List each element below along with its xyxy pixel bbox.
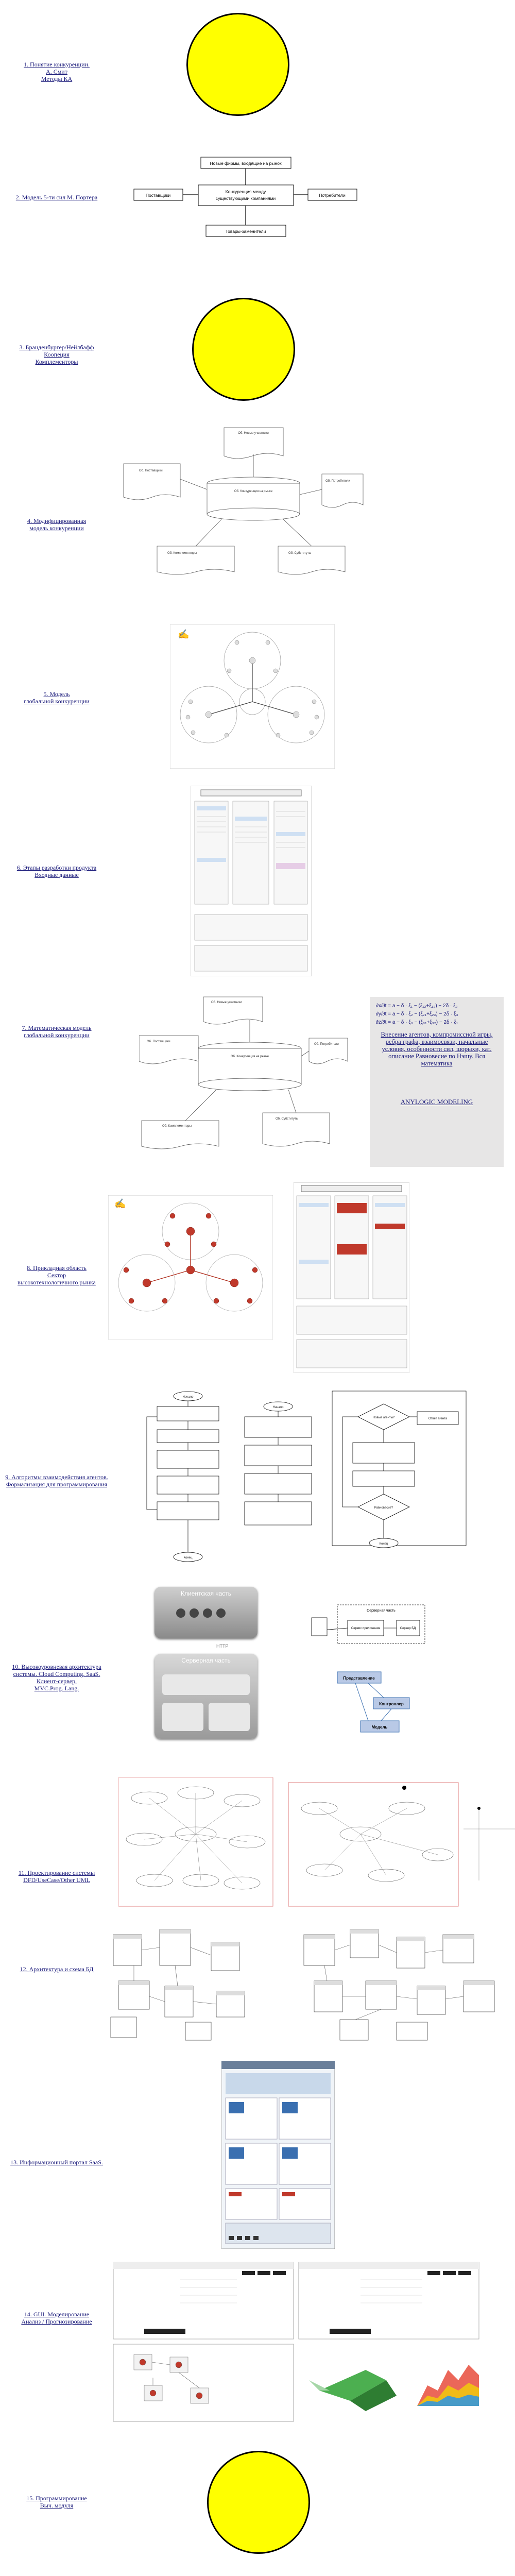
svg-text:Об. Конкуренция на рынке: Об. Конкуренция на рынке bbox=[231, 1055, 269, 1058]
section-label-8[interactable]: 8. Прикладная область Сектор высокотехно… bbox=[18, 1264, 96, 1286]
server-part: Серверная часть bbox=[154, 1654, 258, 1739]
svg-text:Сервис приложения: Сервис приложения bbox=[351, 1627, 380, 1630]
section-label-6[interactable]: 6. Этапы разработки продукта Входные дан… bbox=[16, 864, 97, 878]
section-label-3[interactable]: 3. Бранденбургер/Нейлбафф Коопеция Компл… bbox=[19, 344, 94, 365]
applied-area-network: ✍ bbox=[108, 1195, 273, 1340]
client-server-panel: Клиентская часть HTTP Серверная часть bbox=[154, 1587, 263, 1741]
svg-text:Об. Субституты: Об. Субституты bbox=[276, 1117, 298, 1121]
section-label-7[interactable]: 7. Математическая модель глобальной конк… bbox=[22, 1024, 92, 1039]
modified-model-diagram: Об. Новые участники Об. Поставщики Об. К… bbox=[118, 422, 366, 598]
svg-text:Об. Субституты: Об. Субституты bbox=[288, 552, 311, 555]
svg-text:∂z/∂t = a − δ · ξ₃ − (ξ₃₁+ξ₃₂): ∂z/∂t = a − δ · ξ₃ − (ξ₃₁+ξ₃₂) − 2δ · ξ₁ bbox=[376, 1020, 458, 1025]
db-schema bbox=[108, 1924, 500, 2045]
svg-text:Об. Комплементоры: Об. Комплементоры bbox=[167, 552, 197, 555]
section-label-11[interactable]: 11. Проектирование системы DFD/UseCase/O… bbox=[18, 1869, 95, 1884]
svg-text:Об. Новые участники: Об. Новые участники bbox=[238, 432, 268, 435]
svg-text:существующими компаниями: существующими компаниями bbox=[216, 196, 276, 201]
circle-1 bbox=[186, 13, 289, 116]
math-text-body: Внесение агентов, компромиссной игры, ре… bbox=[381, 1031, 493, 1067]
section-label-12[interactable]: 12. Архитектура и схема БД bbox=[20, 1965, 94, 1973]
svg-text:∂y/∂t = a − δ · ξ₂ − (ξ₂₁+ξ₂₃): ∂y/∂t = a − δ · ξ₂ − (ξ₂₁+ξ₂₃) − 2δ · ξ₃ bbox=[376, 1011, 458, 1017]
svg-text:Равновесие?: Равновесие? bbox=[374, 1506, 393, 1510]
svg-text:Серверная часть: Серверная часть bbox=[367, 1609, 396, 1613]
svg-text:Конкуренция между: Конкуренция между bbox=[226, 189, 266, 194]
global-model-nodes bbox=[185, 640, 319, 738]
client-title: Клиентская часть bbox=[180, 1590, 232, 1597]
server-title: Серверная часть bbox=[181, 1657, 231, 1664]
porter-bottom: Товары-заменители bbox=[226, 229, 266, 234]
global-model-diagram: ✍ bbox=[170, 624, 335, 769]
porter-top: Новые фирмы, входящие на рынок bbox=[210, 161, 281, 166]
client-part: Клиентская часть bbox=[154, 1587, 258, 1638]
applied-area-nodes bbox=[123, 1213, 258, 1304]
svg-text:Об. Потребители: Об. Потребители bbox=[314, 1043, 339, 1046]
product-stages-doc bbox=[191, 786, 312, 976]
circle-3 bbox=[192, 298, 295, 401]
svg-text:✍: ✍ bbox=[178, 629, 189, 639]
svg-text:Конец: Конец bbox=[184, 1556, 193, 1560]
svg-text:Об. Поставщики: Об. Поставщики bbox=[139, 469, 163, 472]
section-label-10[interactable]: 10. Высокоуровневая архитектура системы.… bbox=[12, 1663, 101, 1692]
svg-text:Конец: Конец bbox=[380, 1543, 388, 1546]
porter-right: Потребители bbox=[319, 193, 346, 198]
svg-text:Начало: Начало bbox=[183, 1396, 194, 1399]
anylogic-label: ANYLOGIC MODELING bbox=[400, 1098, 473, 1106]
section-label-15[interactable]: 15. Программирование Выч. модуля bbox=[26, 2495, 87, 2509]
svg-text:Сервер БД: Сервер БД bbox=[400, 1627, 416, 1630]
http-label: HTTP bbox=[216, 1643, 229, 1649]
uml-diagrams bbox=[118, 1777, 515, 1911]
svg-text:Об. Комплементоры: Об. Комплементоры bbox=[162, 1125, 192, 1128]
gui-screenshots bbox=[113, 2262, 500, 2424]
saas-portal-screenshot bbox=[221, 2061, 335, 2249]
math-text-block: ∂x/∂t = a − δ · ξ₁ − (ξ₁₂+ξ₁₃) − 2δ · ξ₂… bbox=[370, 997, 504, 1167]
mvc-controller: Контроллер bbox=[379, 1702, 404, 1706]
porter-diagram: Новые фирмы, входящие на рынок Поставщик… bbox=[129, 152, 360, 245]
section-label-14[interactable]: 14. GUI. Моделирование Анализ / Прогнози… bbox=[21, 2311, 92, 2325]
mvc-model: Модель bbox=[372, 1725, 388, 1730]
circle-15 bbox=[207, 2451, 310, 2554]
section-label-13[interactable]: 13. Информационный портал SaaS. bbox=[10, 2159, 103, 2166]
section-label-1[interactable]: 1. Понятие конкуренции. А. Смит Методы К… bbox=[24, 61, 90, 82]
section-label-4[interactable]: 4. Модифицированная модель конкуренции bbox=[27, 517, 87, 532]
svg-text:Ответ агента: Ответ агента bbox=[428, 1417, 448, 1420]
applied-area-doc bbox=[294, 1182, 409, 1373]
svg-text:Новые агенты?: Новые агенты? bbox=[373, 1416, 395, 1419]
section-label-2[interactable]: 2. Модель 5-ти сил М. Портера bbox=[15, 194, 98, 201]
svg-text:Об. Потребители: Об. Потребители bbox=[325, 480, 350, 483]
svg-text:Об. Конкуренция на рынке: Об. Конкуренция на рынке bbox=[234, 490, 273, 493]
mvc-view: Представление bbox=[343, 1676, 375, 1681]
client-icons bbox=[175, 1607, 227, 1621]
svg-text:Об. Поставщики: Об. Поставщики bbox=[147, 1040, 170, 1043]
porter-left: Поставщики bbox=[146, 193, 171, 198]
svg-text:Об. Новые участники: Об. Новые участники bbox=[211, 1001, 242, 1004]
svg-text:∂x/∂t = a − δ · ξ₁ − (ξ₁₂+ξ₁₃): ∂x/∂t = a − δ · ξ₁ − (ξ₁₂+ξ₁₃) − 2δ · ξ₂ bbox=[376, 1003, 458, 1009]
math-model-diagram: Об. Новые участники Об. Поставщики Об. К… bbox=[139, 992, 366, 1162]
section-label-5[interactable]: 5. Модель глобальной конкуренции bbox=[24, 690, 90, 705]
svg-text:✍: ✍ bbox=[114, 1198, 126, 1209]
svg-text:Начало: Начало bbox=[273, 1406, 284, 1409]
section-label-9[interactable]: 9. Алгоритмы взаимодействия агентов. Фор… bbox=[5, 1473, 108, 1488]
mvc-architecture: Серверная часть Сервис приложения Сервер… bbox=[306, 1597, 461, 1741]
formula-lines: ∂x/∂t = a − δ · ξ₁ − (ξ₁₂+ξ₁₃) − 2δ · ξ₂… bbox=[376, 1003, 458, 1025]
